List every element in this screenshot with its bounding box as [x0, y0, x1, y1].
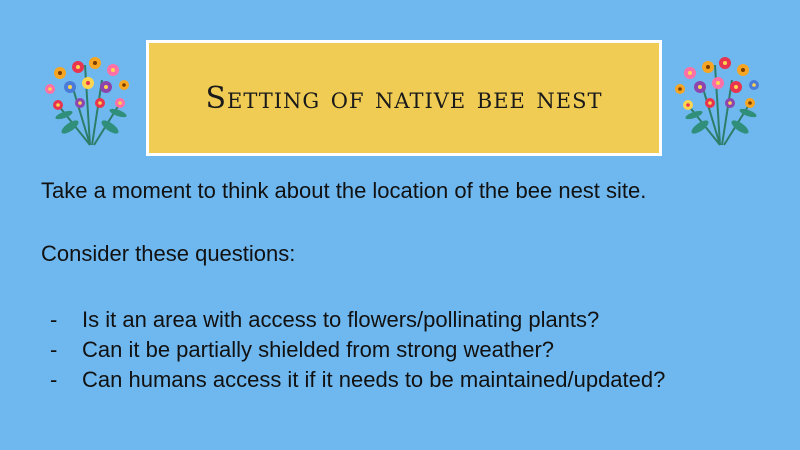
flower-bouquet-icon	[45, 57, 129, 146]
title-box: Setting of native bee nest	[146, 40, 662, 156]
consider-text: Consider these questions:	[41, 241, 296, 266]
question-text: Can humans access it if it needs to be m…	[82, 367, 666, 392]
bullet-marker: -	[50, 337, 58, 362]
list-item: - Is it an area with access to flowers/p…	[50, 305, 665, 335]
list-item: - Can it be partially shielded from stro…	[50, 335, 665, 365]
question-text: Is it an area with access to flowers/pol…	[82, 307, 600, 332]
intro-text: Take a moment to think about the locatio…	[41, 178, 647, 203]
list-item: - Can humans access it if it needs to be…	[50, 365, 665, 395]
bullet-marker: -	[50, 367, 58, 392]
slide-title: Setting of native bee nest	[205, 80, 603, 116]
question-text: Can it be partially shielded from strong…	[82, 337, 555, 362]
flower-bouquet-icon	[675, 57, 759, 146]
bullet-marker: -	[50, 307, 58, 332]
question-list: - Is it an area with access to flowers/p…	[50, 305, 665, 395]
